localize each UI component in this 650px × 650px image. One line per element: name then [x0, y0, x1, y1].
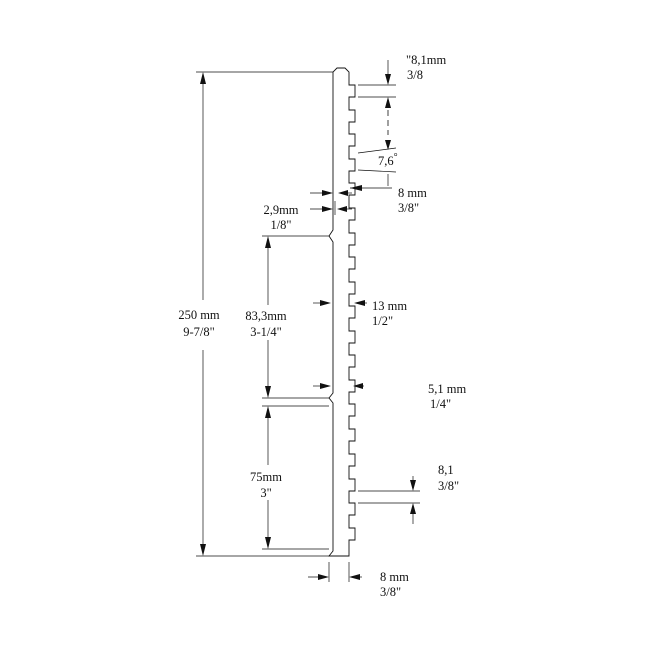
fin-width-inch-label: 3/8": [398, 201, 419, 215]
base-thickness-mm-label: 8 mm: [380, 570, 409, 584]
profile-outline: [328, 67, 356, 557]
fin-angle-label: 7,6°: [378, 152, 398, 168]
bottom-fin-gap-mm-label: 8,1: [438, 463, 454, 477]
fin-width-mm-label: 8 mm: [398, 186, 427, 200]
total-height-inch-label: 9-7/8": [183, 325, 215, 339]
bottom-fin-gap-inch-label: 3/8": [438, 479, 459, 493]
body-thickness-mm-label: 5,1 mm: [428, 382, 466, 396]
body-thickness-inch-label: 1/4": [430, 397, 451, 411]
upper-segment-inch-label: 3-1/4": [250, 325, 282, 339]
upper-segment-mm-label: 83,3mm: [245, 309, 287, 323]
groove-depth-mm-label: 2,9mm: [263, 203, 298, 217]
fin-pitch-inch-label: 1/2": [372, 314, 393, 328]
lower-segment-inch-label: 3": [260, 486, 271, 500]
fin-pitch-mm-label: 13 mm: [372, 299, 407, 313]
lower-segment-mm-label: 75mm: [250, 470, 282, 484]
top-fin-gap-mm-label: "8,1mm: [406, 53, 446, 67]
total-height-mm-label: 250 mm: [178, 308, 220, 322]
groove-depth-inch-label: 1/8": [270, 218, 291, 232]
base-thickness-inch-label: 3/8": [380, 585, 401, 599]
degree-symbol: °: [394, 152, 398, 163]
fin-angle-value: 7,6: [378, 154, 394, 168]
top-fin-gap-inch-label: 3/8: [407, 68, 423, 82]
